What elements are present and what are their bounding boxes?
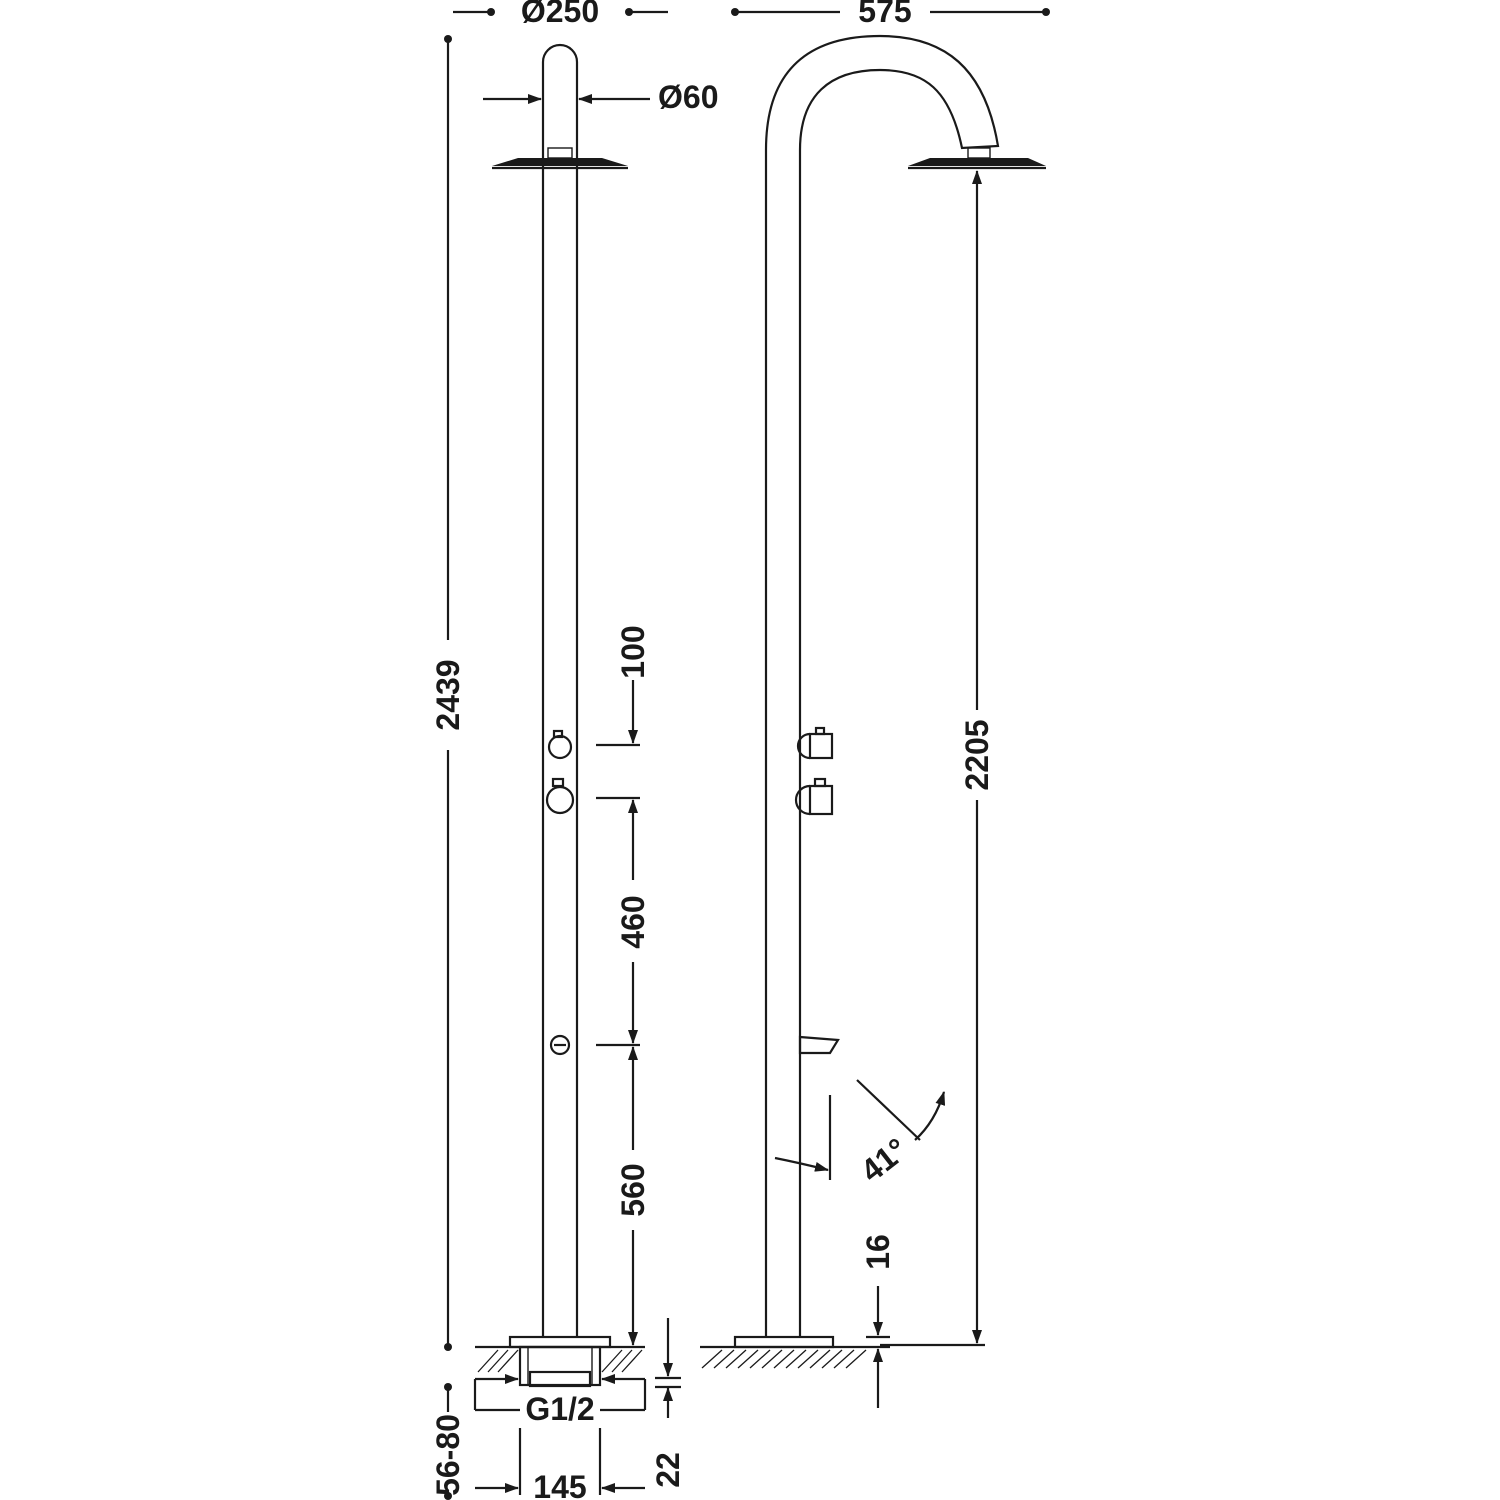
front-foot-spout bbox=[549, 1034, 571, 1056]
label-mixer-to-spout: 460 bbox=[615, 895, 651, 948]
side-view bbox=[700, 8, 1050, 1408]
side-column bbox=[764, 34, 1000, 1337]
front-valve-upper bbox=[547, 729, 573, 760]
side-ground-hatch bbox=[700, 1345, 867, 1369]
label-recess-depth: 56-80 bbox=[430, 1414, 466, 1496]
front-column bbox=[541, 43, 579, 1337]
dim-base-plate bbox=[866, 1286, 890, 1408]
dim-total-height bbox=[444, 35, 452, 1351]
front-recess-body bbox=[518, 1345, 602, 1388]
dim-spout-angle bbox=[774, 1079, 946, 1180]
side-valve-lower bbox=[794, 777, 834, 816]
dim-reach bbox=[731, 8, 1050, 16]
front-base-plate bbox=[508, 1335, 612, 1349]
dim-thread bbox=[473, 1374, 647, 1412]
side-valve-upper bbox=[796, 726, 834, 760]
label-reach: 575 bbox=[858, 0, 911, 29]
label-spout-to-floor: 560 bbox=[615, 1163, 651, 1216]
label-thread: G1/2 bbox=[525, 1391, 594, 1427]
side-shower-head bbox=[908, 147, 1046, 170]
label-base-thickness: 22 bbox=[650, 1452, 686, 1488]
side-base-plate bbox=[733, 1335, 835, 1349]
label-head-height: 2205 bbox=[959, 719, 995, 790]
front-ground-hatch bbox=[475, 1345, 645, 1373]
dim-base-thickness bbox=[655, 1318, 681, 1418]
label-valve-spacing: 100 bbox=[615, 625, 651, 678]
side-foot-spout bbox=[798, 1035, 840, 1055]
label-base-width: 145 bbox=[533, 1469, 586, 1500]
label-pipe-diameter: Ø60 bbox=[658, 79, 718, 115]
dim-recess-depth bbox=[444, 1383, 452, 1500]
dim-valve-spacing bbox=[596, 680, 640, 800]
label-head-diameter: Ø250 bbox=[521, 0, 599, 29]
front-shower-head bbox=[492, 147, 628, 170]
label-total-height: 2439 bbox=[430, 659, 466, 730]
front-valve-lower bbox=[545, 777, 575, 815]
dim-head-height bbox=[880, 170, 985, 1347]
dim-base-width bbox=[475, 1428, 645, 1495]
dim-head-diameter bbox=[453, 8, 668, 16]
front-view bbox=[444, 8, 681, 1500]
label-base-plate: 16 bbox=[860, 1234, 896, 1270]
dim-mixer-to-spout bbox=[596, 799, 640, 1047]
label-spout-angle: 41° bbox=[854, 1131, 914, 1189]
